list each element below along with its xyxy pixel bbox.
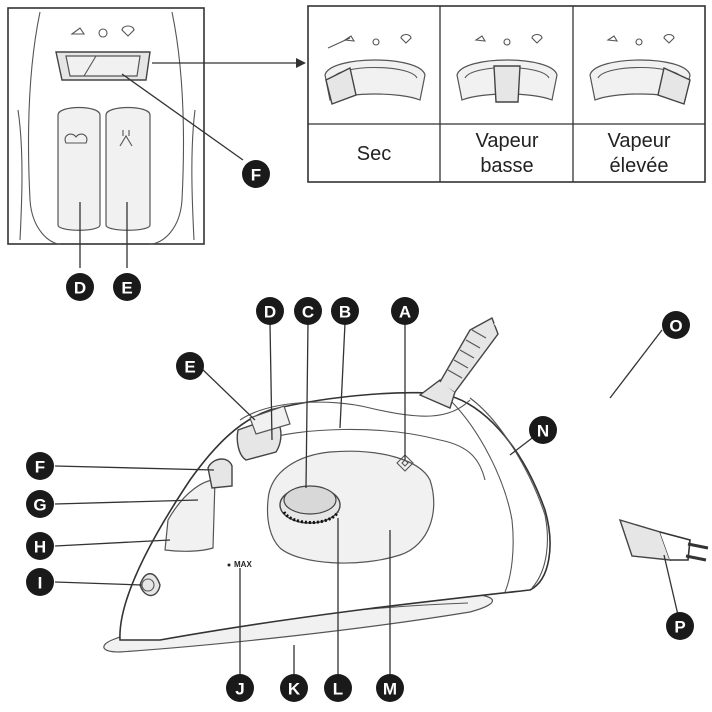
mode-label-high-steam-line2: élevée bbox=[610, 155, 669, 177]
callout-C: C bbox=[294, 297, 322, 325]
inset-selector-window bbox=[55, 51, 151, 81]
svg-text:N: N bbox=[537, 422, 549, 441]
callout-L: L bbox=[324, 674, 352, 702]
svg-text:J: J bbox=[235, 680, 244, 699]
mode-label-low-steam-line2: basse bbox=[480, 155, 533, 177]
svg-text:C: C bbox=[302, 303, 314, 322]
callout-I: I bbox=[26, 568, 54, 596]
callout-N: N bbox=[529, 416, 557, 444]
callout-E-inset: E bbox=[113, 273, 141, 301]
inset-top-view bbox=[7, 7, 244, 268]
mode-label-dry: Sec bbox=[357, 143, 391, 165]
callout-J: J bbox=[226, 674, 254, 702]
callout-M: M bbox=[376, 674, 404, 702]
callout-E: E bbox=[176, 352, 204, 380]
max-fill-mark: MAX bbox=[234, 560, 252, 569]
svg-text:F: F bbox=[251, 166, 261, 185]
mode-high-steam-illustration bbox=[589, 34, 691, 105]
callout-H: H bbox=[26, 532, 54, 560]
svg-text:I: I bbox=[38, 574, 43, 593]
svg-text:E: E bbox=[121, 279, 132, 298]
mode-label-low-steam-line1: Vapeur bbox=[475, 130, 538, 152]
callout-K: K bbox=[280, 674, 308, 702]
iron-illustration: MAX bbox=[103, 306, 709, 653]
svg-text:O: O bbox=[669, 317, 682, 336]
svg-text:E: E bbox=[184, 358, 195, 377]
svg-text:F: F bbox=[35, 458, 45, 477]
callout-F: F bbox=[26, 452, 54, 480]
inset-to-table-arrow bbox=[152, 58, 306, 68]
svg-text:B: B bbox=[339, 303, 351, 322]
svg-text:D: D bbox=[74, 279, 86, 298]
inset-spray-button bbox=[57, 106, 101, 231]
callout-O: O bbox=[662, 311, 690, 339]
svg-text:H: H bbox=[34, 538, 46, 557]
svg-text:P: P bbox=[674, 618, 685, 637]
steam-mode-table: Sec Vapeur basse Vapeur élevée bbox=[307, 5, 706, 183]
mode-low-steam-illustration bbox=[456, 34, 558, 103]
svg-text:D: D bbox=[264, 303, 276, 322]
svg-text:L: L bbox=[333, 680, 343, 699]
mode-label-high-steam-line1: Vapeur bbox=[607, 130, 670, 152]
callout-A: A bbox=[391, 297, 419, 325]
inset-steam-burst-button bbox=[105, 106, 151, 231]
callout-badges: F D E D C B A E F G H I bbox=[26, 160, 694, 702]
cord-guard-ribs bbox=[447, 329, 487, 379]
leader-lines bbox=[54, 322, 679, 675]
callout-P: P bbox=[666, 612, 694, 640]
callout-F-inset: F bbox=[242, 160, 270, 188]
callout-B: B bbox=[331, 297, 359, 325]
inset-mode-symbols bbox=[70, 25, 135, 38]
callout-D: D bbox=[256, 297, 284, 325]
svg-text:A: A bbox=[399, 303, 411, 322]
callout-G: G bbox=[26, 490, 54, 518]
svg-text:M: M bbox=[383, 680, 397, 699]
callout-D-inset: D bbox=[66, 273, 94, 301]
mode-dry-illustration bbox=[324, 34, 426, 105]
svg-text:K: K bbox=[288, 680, 301, 699]
svg-text:G: G bbox=[33, 496, 46, 515]
